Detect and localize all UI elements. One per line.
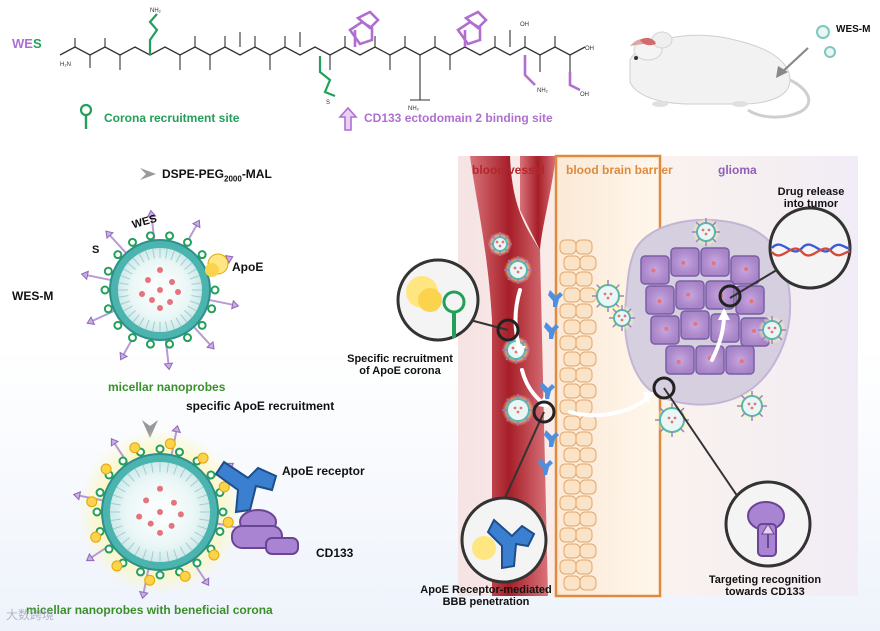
targeting-label: Targeting recognition towards CD133 xyxy=(680,574,850,598)
watermark: 大数跨境 xyxy=(6,606,54,623)
mini-nanoprobe-icon xyxy=(817,26,835,57)
svg-text:NH₂: NH₂ xyxy=(537,88,549,94)
sequence-prefix-we: WE xyxy=(12,36,33,51)
sequence-prefix: WES xyxy=(12,36,42,51)
binding-site-label: CD133 ectodomain 2 binding site xyxy=(364,111,553,125)
reagent-main: DSPE-PEG xyxy=(162,167,224,181)
micellar-nanoprobe-diagram xyxy=(82,211,239,370)
receptor-mediated-line-1: ApoE Receptor-mediated xyxy=(406,584,566,596)
svg-text:OH: OH xyxy=(585,46,594,52)
cd133-label: CD133 xyxy=(316,546,353,560)
drug-release-label: Drug release into tumor xyxy=(756,186,866,210)
specific-recruit-label: specific ApoE recruitment xyxy=(186,399,334,413)
zoom-drug-release xyxy=(770,208,850,288)
sequence-prefix-s: S xyxy=(33,36,42,51)
peptide-sequence: H₂NNH₂ SNH₂ OHNH₂ OHOH xyxy=(60,8,594,112)
zoom-receptor-penetration xyxy=(462,498,546,582)
corona-site-label: Corona recruitment site xyxy=(104,111,239,125)
targeting-line-2: towards CD133 xyxy=(680,586,850,598)
blood-vessel-label: blood vessel xyxy=(472,163,545,177)
bbb-label: blood brain barrier xyxy=(566,163,673,177)
recruit-corona-line-1: Specific recruitment xyxy=(338,353,462,365)
svg-text:S: S xyxy=(326,100,330,106)
recruit-corona-line-2: of ApoE corona xyxy=(338,365,462,377)
label-apoe: ApoE xyxy=(232,260,263,274)
glioma-tumor xyxy=(625,220,790,405)
cd133-icon xyxy=(232,510,298,554)
glioma-label: glioma xyxy=(718,163,757,177)
micellar-label: micellar nanoprobes xyxy=(108,380,225,394)
zoom-cd133-recognition xyxy=(726,482,810,566)
targeting-line-1: Targeting recognition xyxy=(680,574,850,586)
reagent-sub: 2000 xyxy=(224,174,242,183)
zoom-corona-recruitment xyxy=(398,260,478,340)
drug-release-line-1: Drug release xyxy=(756,186,866,198)
mouse-wesm-label: WES-M xyxy=(836,24,870,35)
reagent-label: DSPE-PEG2000-MAL xyxy=(162,167,272,183)
binding-site-arrow-icon xyxy=(340,108,356,130)
label-wesm: WES-M xyxy=(12,289,53,303)
svg-text:H₂N: H₂N xyxy=(60,62,71,68)
svg-text:NH₂: NH₂ xyxy=(150,8,162,14)
receptor-mediated-label: ApoE Receptor-mediated BBB penetration xyxy=(406,584,566,608)
reagent-tail: -MAL xyxy=(242,167,272,181)
svg-text:OH: OH xyxy=(580,92,589,98)
label-s: S xyxy=(92,244,99,256)
svg-text:OH: OH xyxy=(520,22,529,28)
receptor-mediated-line-2: BBB penetration xyxy=(406,596,566,608)
apoe-receptor-label: ApoE receptor xyxy=(282,464,365,478)
recruit-corona-label: Specific recruitment of ApoE corona xyxy=(338,353,462,377)
corona-site-marker-icon xyxy=(81,105,91,129)
drug-release-line-2: into tumor xyxy=(756,198,866,210)
chevron-down-icon xyxy=(140,168,156,180)
beneficial-corona-label: micellar nanoprobes with beneficial coro… xyxy=(26,603,273,617)
nanoprobe-with-corona-diagram xyxy=(74,426,246,598)
